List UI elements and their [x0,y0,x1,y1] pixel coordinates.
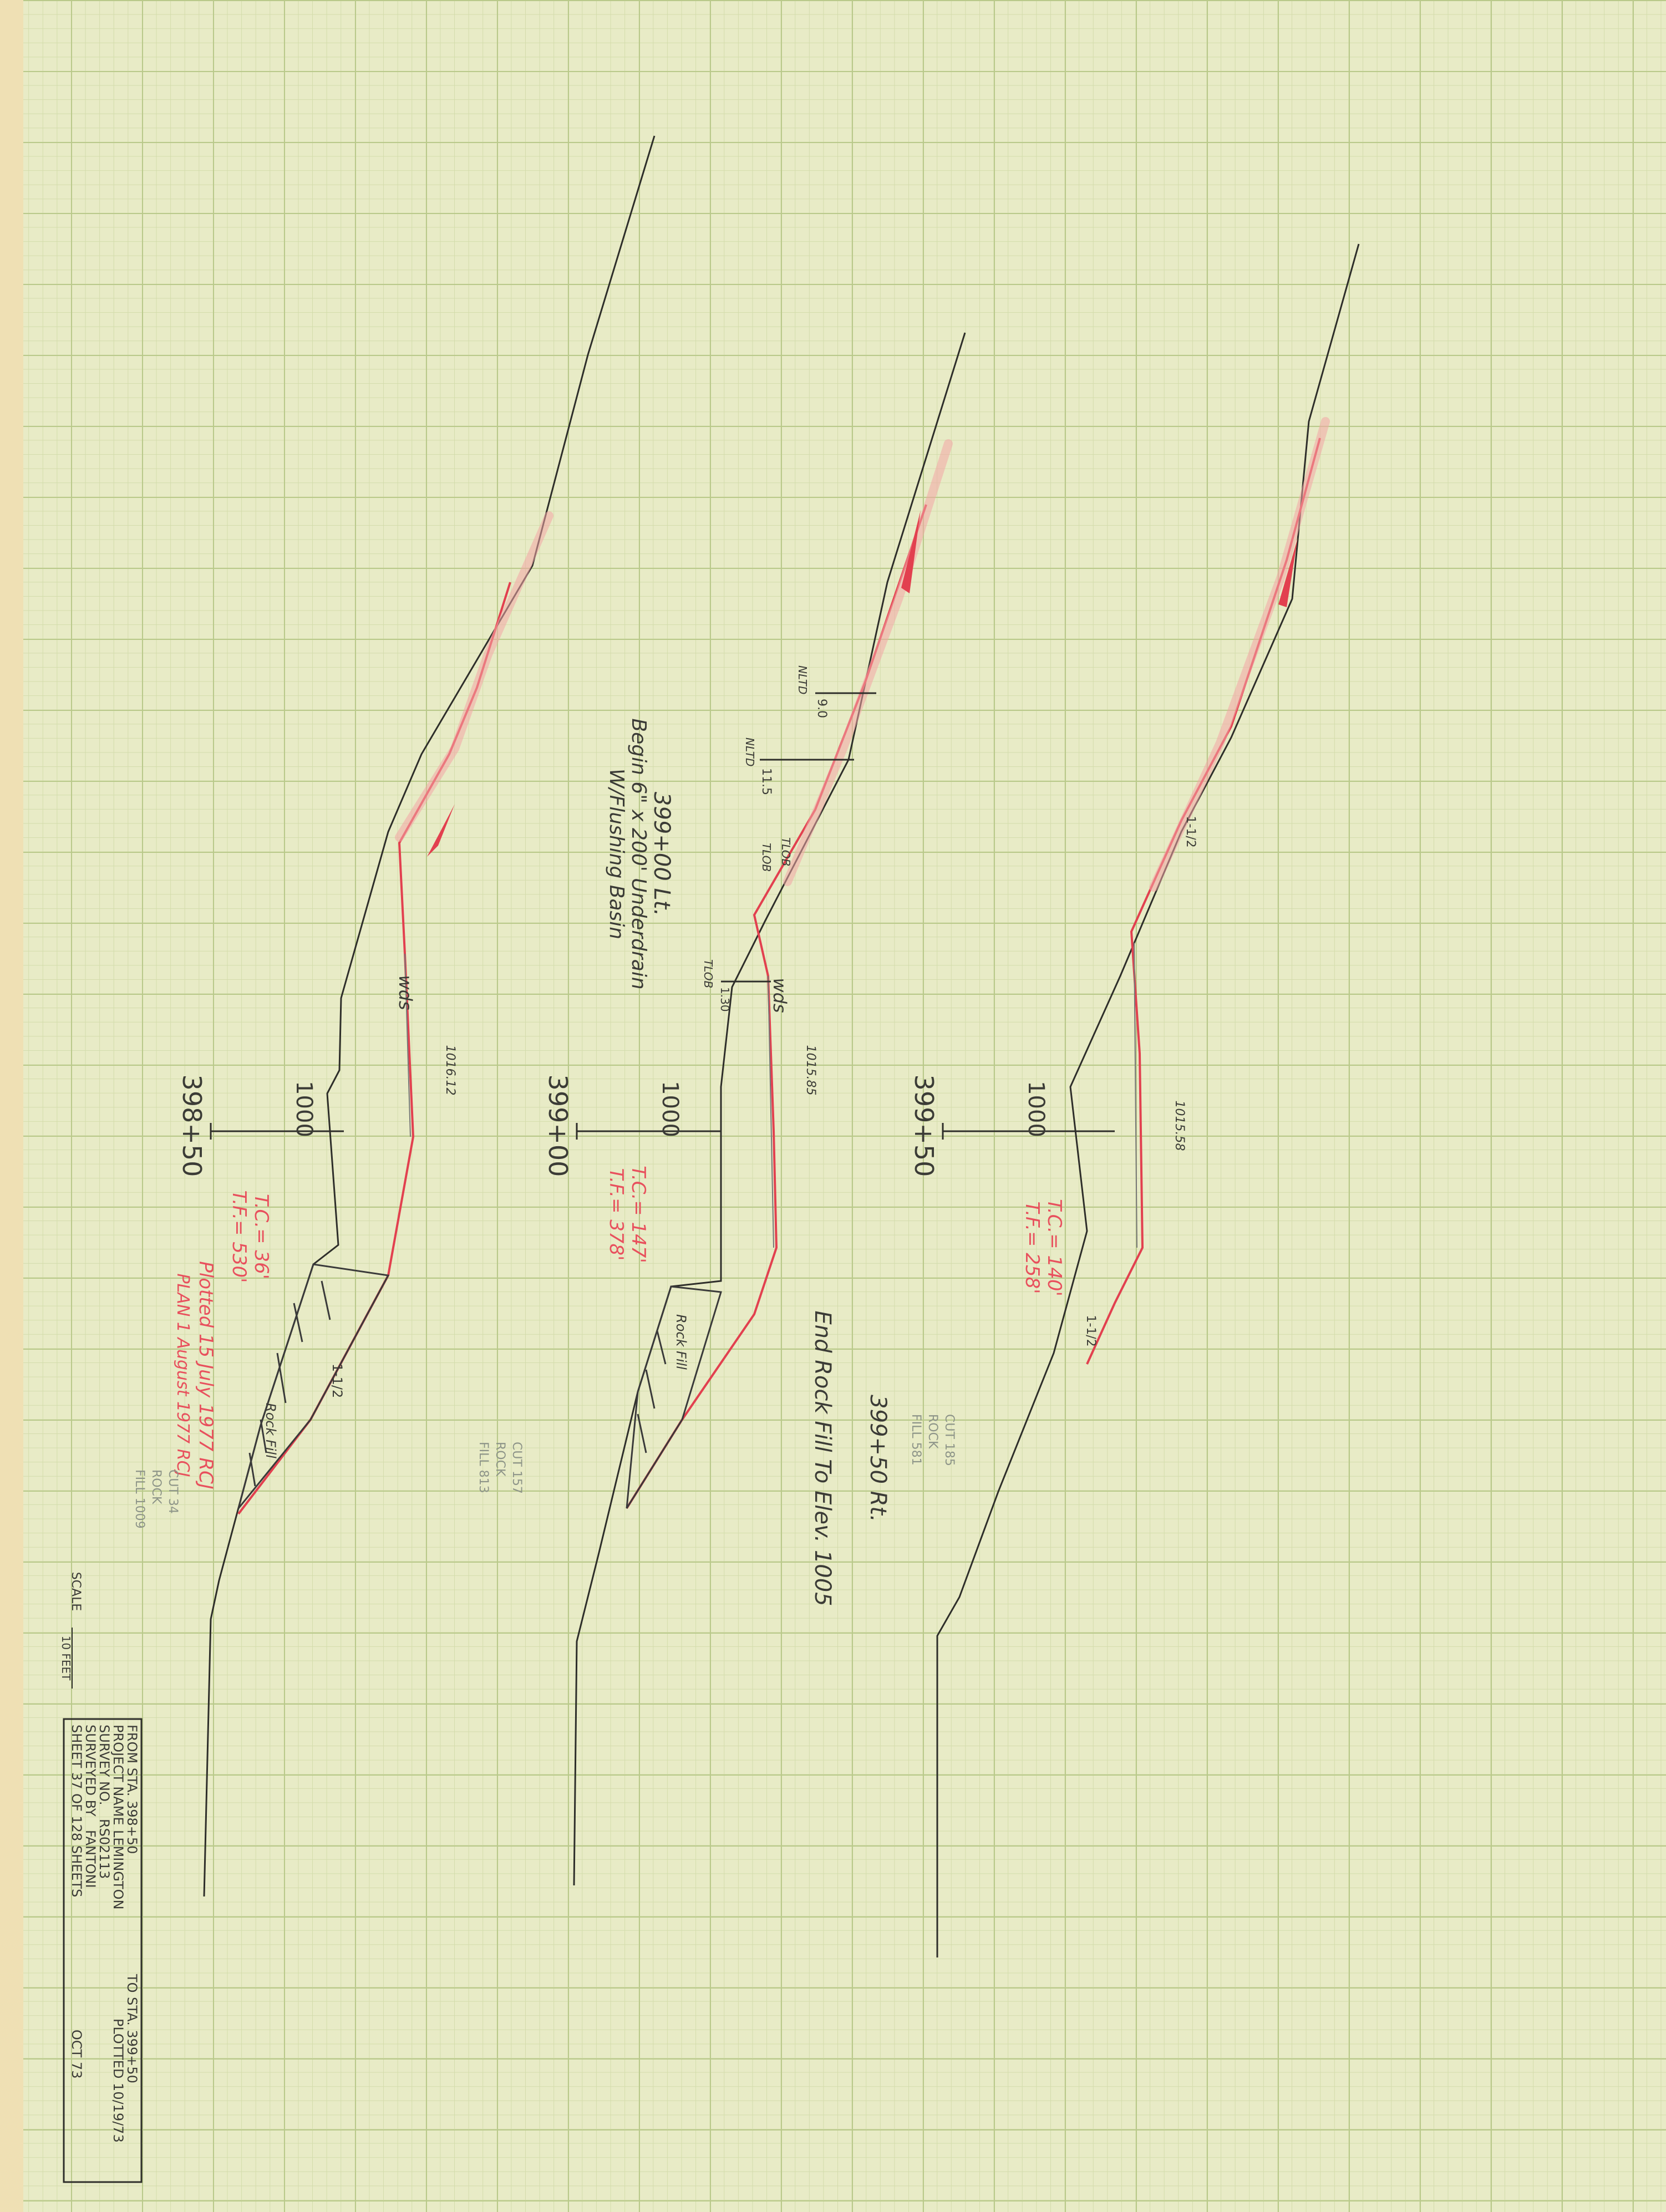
template-line-red [237,582,511,1515]
plotted-date: PLOTTED 10/19/73 [110,2018,126,2143]
slope-note: 1-1/2 [1184,816,1197,847]
quantity-block: CUT 157 ROCK FILL 813 [476,1442,524,1494]
red-tc-note: T.C.= 36' [250,1194,272,1279]
hatched-fill-area [626,1285,722,1509]
wds-note: wds [769,978,790,1013]
project-name-value: LEMINGTON [110,1830,126,1910]
to-station: TO STA. 399+50 [124,1974,140,2083]
red-shading-slope [1149,417,1330,892]
original-ground-line [573,332,966,1886]
quantity-block: CUT 185 ROCK FILL 581 [909,1414,956,1466]
grade-elevation-note: 1015.58 [1172,1101,1186,1151]
slope-note: 1-1/2 [329,1364,345,1399]
grade-elevation-note: 1015.85 [804,1045,817,1096]
slope-note-2: 1-1/2 [1084,1315,1098,1346]
wds-note: wds [395,975,416,1010]
surveyed-by-label: SURVEYED BY [83,1725,98,1817]
red-wedge [901,510,921,593]
plotted-note-2: PLAN 1 August 1977 RCJ [173,1274,192,1477]
red-tf-note: T.F.= 378' [605,1168,627,1260]
sheet-number: SHEET 37 OF 128 SHEETS [69,1725,84,1897]
red-wedge [427,804,455,857]
elevation-label: 1000 [1023,1081,1049,1137]
station-label: 399+50 [909,1075,939,1177]
station-label: 398+50 [177,1075,207,1177]
title-block: FROM STA. 398+50 TO STA. 399+50 PROJECT … [63,1718,143,2183]
from-station: FROM STA. 398+50 [124,1725,140,1854]
svg-text:ROCK: ROCK [493,1442,507,1477]
scale-label: SCALE [69,1572,83,1611]
survey-no-label: SURVEY NO. [96,1725,112,1806]
rock-fill-note: Rock Fill [673,1314,689,1370]
scale-bar: SCALE 10 FEET [59,1572,83,1689]
station-label: 399+00 [543,1075,573,1177]
end-rock-fill-note-1: 399+50 Rt. [865,1395,891,1522]
hatched-fill-area [237,1263,390,1509]
red-tc-note: T.C.= 140' [1043,1199,1065,1296]
cross-section-399-00: 1000 399+00 1015.85 wds Rock Fill T.C.= … [476,332,966,1886]
svg-text:NLTD: NLTD [796,665,809,694]
svg-text:NLTD: NLTD [743,738,756,766]
svg-text:1.30: 1.30 [718,987,732,1012]
svg-text:TLOB: TLOB [760,843,773,872]
sheet-edge-strip [0,0,23,2212]
red-wedge [1278,538,1298,607]
quantity-block: CUT 34 ROCK FILL 1009 [133,1469,180,1529]
svg-text:ROCK: ROCK [149,1469,163,1504]
original-ground-line [203,135,656,1897]
cross-section-399-50: 1000 399+50 1015.58 1-1/2 1-1/2 T.C.= 14… [810,243,1360,1957]
svg-text:ROCK: ROCK [926,1414,939,1449]
underdrain-note-2: Begin 6" x 200' Underdrain [627,718,650,989]
tag-lines [721,692,876,983]
sheet-date: OCT 73 [69,2030,84,2078]
surveyed-by-value: FANTONI [83,1830,98,1888]
red-shading-slope [783,439,953,886]
svg-text:CUT 185: CUT 185 [942,1414,956,1466]
svg-text:CUT 34: CUT 34 [166,1469,180,1514]
svg-text:11.5: 11.5 [759,768,773,795]
rock-fill-note: Rock Fill [263,1403,278,1458]
svg-text:FILL 1009: FILL 1009 [133,1469,146,1529]
svg-text:CUT 157: CUT 157 [510,1442,524,1494]
ditch-line [404,953,411,1137]
underdrain-note-3: W/Flushing Basin [605,769,628,939]
elevation-label: 1000 [291,1081,317,1137]
svg-text:FILL 581: FILL 581 [909,1414,923,1466]
cross-section-398-50: 1000 398+50 1016.12 wds 1-1/2 Rock Fill … [133,135,656,1897]
scale-value: 10 FEET [59,1636,73,1681]
svg-text:9.0: 9.0 [815,699,829,718]
red-tf-note: T.F.= 258' [1021,1201,1043,1294]
ditch-line [768,975,774,1248]
survey-no-value: RS02113 [96,1819,112,1879]
underdrain-note-1: 399+00 Lt. [649,792,674,916]
red-tf-note: T.F.= 530' [228,1190,250,1283]
end-rock-fill-note-2: End Rock Fill To Elev. 1005 [810,1310,835,1606]
plotted-note-1: Plotted 15 July 1977 RCJ [195,1261,217,1489]
drain-tags: 9.0 NLTD 11.5 NLTD TLOB TLOB 1.30 TLOB [702,665,829,1012]
original-ground-line [936,243,1360,1957]
ditch-line [1134,942,1137,1248]
grade-elevation-note: 1016.12 [443,1045,457,1096]
red-tc-note: T.C.= 147' [627,1166,649,1263]
svg-text:TLOB: TLOB [702,959,715,988]
project-name-label: PROJECT NAME [110,1725,126,1825]
svg-text:FILL 813: FILL 813 [476,1442,490,1493]
red-shading-slope [395,511,553,842]
svg-text:TLOB: TLOB [779,837,793,866]
elevation-label: 1000 [657,1081,683,1137]
